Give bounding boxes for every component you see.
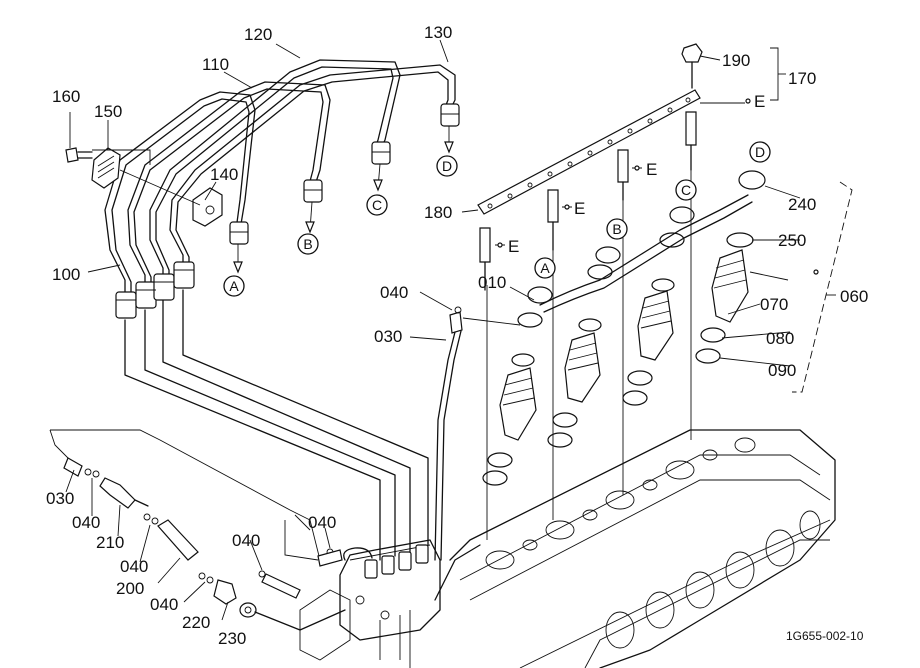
cylinder-head: [434, 429, 836, 668]
label-210: 210: [96, 533, 124, 552]
glow-plugs: [479, 98, 751, 291]
callout-d-nozzle: D: [755, 144, 765, 160]
fuel-return-line: [49, 429, 346, 631]
label-240: 240: [788, 195, 816, 214]
label-040-low: 040: [150, 595, 178, 614]
label-040-top: 040: [380, 283, 408, 302]
callout-b-pipe: B: [303, 236, 312, 252]
label-150: 150: [94, 102, 122, 121]
callout-e-1: E: [508, 237, 519, 256]
assembly-brackets: [770, 47, 853, 393]
figure-id: 1G655-002-10: [786, 629, 864, 643]
label-040-right: 040: [308, 513, 336, 532]
callout-a-nozzle: A: [540, 260, 550, 276]
callout-d-pipe: D: [442, 158, 452, 174]
label-030-top: 030: [374, 327, 402, 346]
label-200: 200: [116, 579, 144, 598]
injection-pump: [299, 539, 441, 668]
label-090: 090: [768, 361, 796, 380]
callout-e-2: E: [574, 199, 585, 218]
label-040-centre: 040: [232, 531, 260, 550]
label-070: 070: [760, 295, 788, 314]
label-130: 130: [424, 23, 452, 42]
injection-pipes: [104, 59, 460, 561]
label-040-mid: 040: [120, 557, 148, 576]
label-080: 080: [766, 329, 794, 348]
label-220: 220: [182, 613, 210, 632]
part-labels: 110 120 130 140 150 160 100 190 170 180 …: [46, 23, 868, 648]
label-180: 180: [424, 203, 452, 222]
pipe-clamp: [65, 147, 223, 227]
leader-lines: [65, 39, 801, 621]
label-120: 120: [244, 25, 272, 44]
leak-off-pipe: [477, 43, 703, 215]
return-hose: [434, 306, 521, 561]
callout-b-nozzle: B: [612, 221, 621, 237]
label-060: 060: [840, 287, 868, 306]
label-110: 110: [202, 55, 229, 74]
label-040-left: 040: [72, 513, 100, 532]
label-010: 010: [478, 273, 506, 292]
label-160: 160: [52, 87, 80, 106]
callout-c-nozzle: C: [681, 182, 691, 198]
callout-c-pipe: C: [372, 197, 382, 213]
callout-e-3: E: [646, 160, 657, 179]
label-230: 230: [218, 629, 246, 648]
label-190: 190: [722, 51, 750, 70]
callout-e-4: E: [754, 92, 765, 111]
nozzle-assemblies: [482, 170, 766, 540]
callouts: A B C D A B C D E E E E: [223, 92, 771, 297]
callout-a-pipe: A: [229, 278, 239, 294]
label-100: 100: [52, 265, 80, 284]
label-250: 250: [778, 231, 806, 250]
label-030-left: 030: [46, 489, 74, 508]
label-140: 140: [210, 165, 238, 184]
label-170: 170: [788, 69, 816, 88]
